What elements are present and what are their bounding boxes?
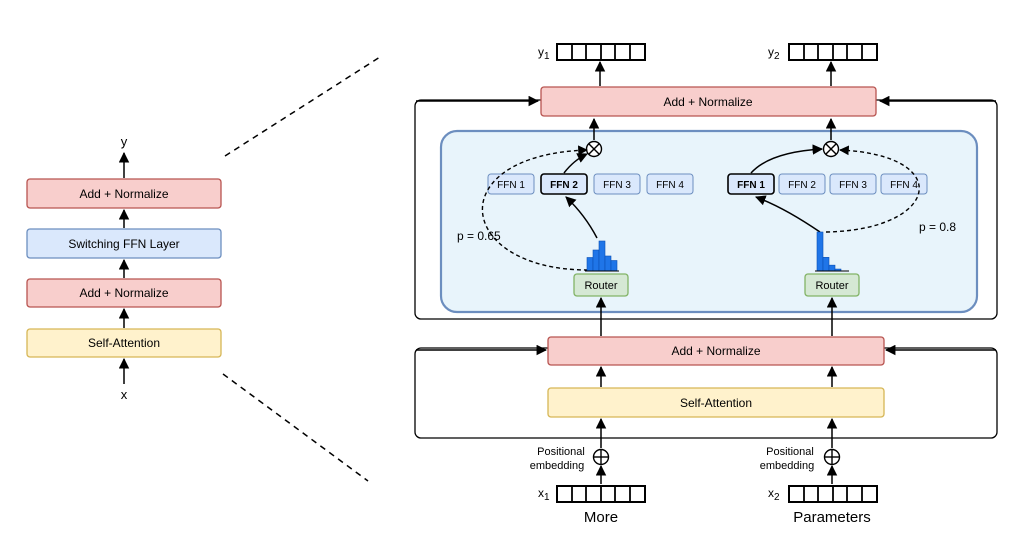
left-add-norm-bottom-label: Add + Normalize [79,286,168,300]
input2-word: Parameters [793,509,871,526]
pos-embed-label-1b: embedding [530,460,584,472]
token2-ffn-3 [829,173,877,195]
right-add-norm-top-label: Add + Normalize [663,95,752,109]
right-add-norm-top [540,86,877,117]
left-self-attention [26,328,222,358]
token1-ffn-3 [593,173,641,195]
pos-embed-label-1a: Positional [537,446,585,458]
router2-box [804,273,860,297]
left-self-attention-label: Self-Attention [88,336,160,350]
ffn1-to-multiply-arrow [750,144,824,174]
left-add-norm-bottom [26,278,222,308]
input2-label: x2 [768,486,780,503]
router1-box [573,273,629,297]
output1-vector [556,43,646,61]
router1-label: Router [584,280,617,292]
left-add-norm-top-label: Add + Normalize [79,187,168,201]
token2-ffn-1-selected [727,173,775,195]
router2-to-ffn1-arrow [755,195,821,233]
token1-ffn-1 [487,173,535,195]
token1-prob-label: p = 0.65 [457,229,501,243]
token2-ffn-2-label: FFN 2 [788,180,816,191]
router2-hist-bar-1 [816,231,824,272]
pos-embed-plus-2 [823,448,841,466]
router1-hist-bar-3 [598,240,606,272]
token2-prob-label: p = 0.8 [919,220,956,234]
left-add-norm-top [26,178,222,209]
router1-hist-bar-1 [586,257,594,272]
token1-ffn-3-label: FFN 3 [603,180,631,191]
token2-ffn-4-label: FFN 4 [890,180,918,191]
output2-vector [788,43,878,61]
right-self-attention [547,387,885,418]
token1-ffn-4-label: FFN 4 [656,180,684,191]
switching-ffn-panel [439,129,979,314]
token1-experts: FFN 1 FFN 2 FFN 3 FFN 4 [487,173,694,195]
router1-hist-bar-4 [604,255,612,272]
zoom-line-bottom [222,373,369,482]
pos-embed-label-2b: embedding [760,460,814,472]
input1-label: x1 [538,486,550,503]
token2-ffn-4 [880,173,928,195]
right-add-norm-bottom-label: Add + Normalize [671,344,760,358]
input2-vector [788,485,878,503]
token1-ffn-2-selected [540,173,588,195]
token2-experts: FFN 1 FFN 2 FFN 3 FFN 4 [727,173,928,195]
left-switching-ffn [26,228,222,259]
left-switching-ffn-label: Switching FFN Layer [68,237,179,251]
multiply-node-1 [585,140,603,158]
token1-ffn-1-label: FFN 1 [497,180,525,191]
token1-ffn-4 [646,173,694,195]
right-self-attention-label: Self-Attention [680,396,752,410]
multiply-node-2 [822,140,840,158]
input1-word: More [584,509,618,526]
token2-ffn-1-label: FFN 1 [737,180,765,191]
router1-hist-bar-2 [592,249,600,272]
zoom-line-top [224,56,381,157]
pos-embed-label-2a: Positional [766,446,814,458]
router2-hist-bar-3 [828,264,836,272]
router1-hist-bar-5 [610,260,618,272]
router2-label: Router [815,280,848,292]
output1-label: y1 [538,45,550,62]
router1-to-ffn2-arrow [565,196,598,239]
output2-label: y2 [768,45,780,62]
token1-ffn-2-label: FFN 2 [550,180,578,191]
router2-histogram [815,231,849,272]
token2-ffn-3-label: FFN 3 [839,180,867,191]
left-block: y Add + Normalize Switching FFN Layer Ad… [26,134,222,402]
input1-vector [556,485,646,503]
token2-prob-path [825,145,920,233]
pos-embed-plus-1 [592,448,610,466]
router1-histogram [585,240,619,272]
right-add-norm-bottom [547,336,885,366]
left-output-label: y [121,134,128,149]
router2-hist-bar-2 [822,257,830,272]
left-input-label: x [121,387,128,402]
token2-ffn-2 [778,173,826,195]
